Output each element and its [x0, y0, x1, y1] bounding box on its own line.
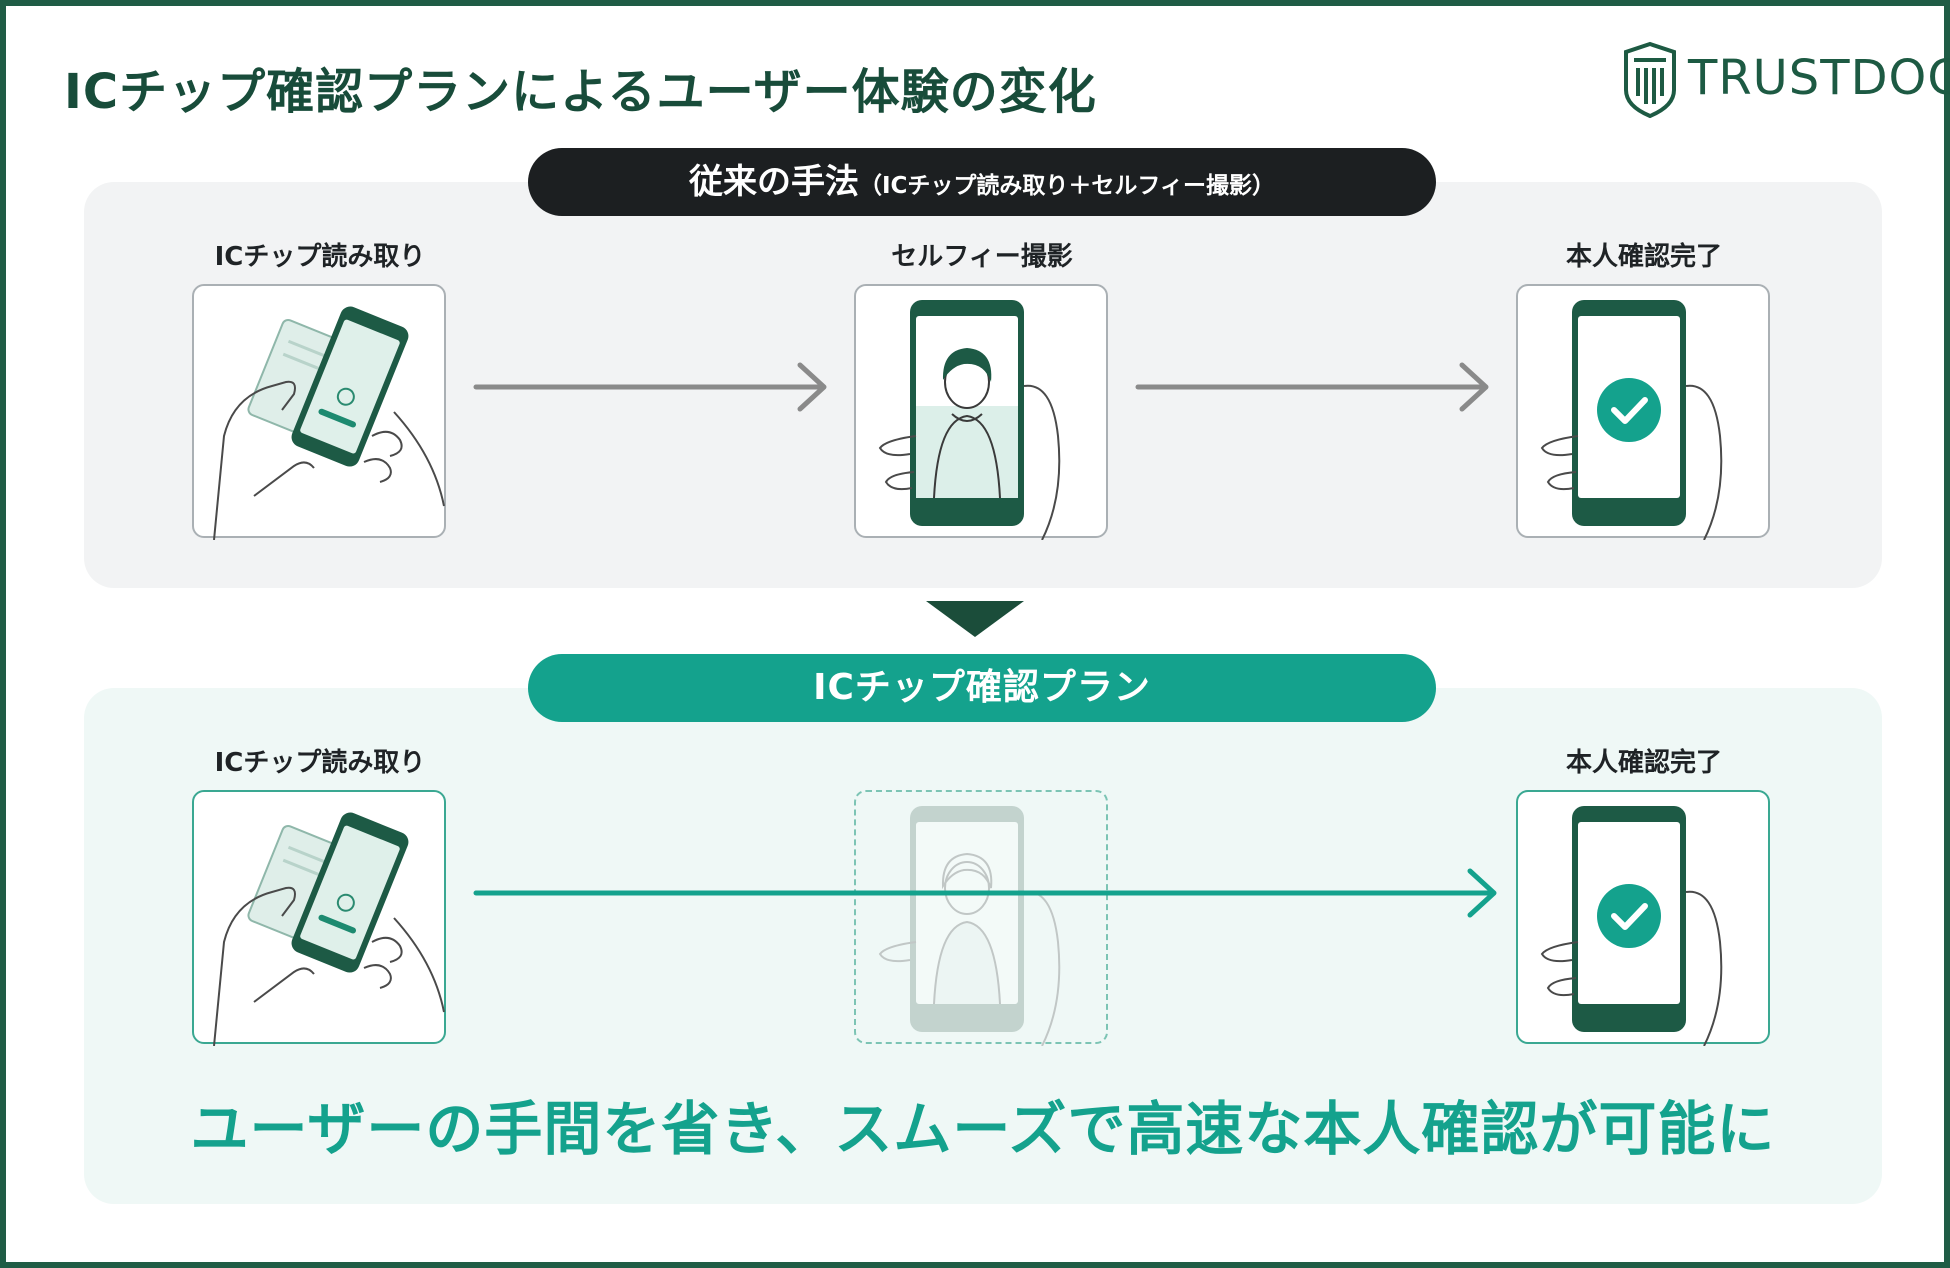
complete-card-top — [1516, 284, 1770, 540]
page-title: ICチップ確認プランによるユーザー体験の変化 — [64, 64, 1097, 120]
skipped-selfie-card — [854, 790, 1108, 1046]
conventional-method-title: 従来の手法 — [689, 162, 859, 202]
verification-complete-illustration — [1540, 300, 1723, 540]
step-label-ic-read: ICチップ読み取り — [214, 242, 426, 272]
selfie-card — [854, 284, 1108, 540]
arrow-to-complete — [1135, 362, 1489, 412]
conventional-method-subtitle: （ICチップ読み取り＋セルフィー撮影） — [859, 173, 1275, 199]
step-label-complete: 本人確認完了 — [1565, 242, 1722, 272]
down-arrow-icon — [926, 601, 1024, 637]
plan-check-circle-icon — [1597, 884, 1661, 948]
plan-ic-read-card — [192, 790, 446, 1046]
benefit-tagline: ユーザーの手間を省き、スムーズで高速な本人確認が可能に — [190, 1095, 1776, 1163]
direct-arrow-to-complete — [473, 868, 1497, 918]
ic-card-reading-illustration — [213, 306, 445, 540]
plan-verification-complete-illustration — [1540, 806, 1723, 1046]
check-circle-icon — [1597, 378, 1661, 442]
plan-step-label-complete: 本人確認完了 — [1565, 748, 1722, 778]
selfie-illustration — [878, 300, 1061, 540]
plan-ic-card-reading-illustration — [213, 812, 445, 1046]
trustdock-logo: TRUSTDOCK — [1620, 40, 1950, 120]
step-label-selfie: セルフィー撮影 — [891, 242, 1073, 272]
brand-name: TRUSTDOCK — [1688, 50, 1950, 106]
plan-step-label-ic-read: ICチップ読み取り — [214, 748, 426, 778]
skipped-selfie-illustration — [878, 806, 1061, 1046]
ic-plan-header: ICチップ確認プラン — [528, 654, 1436, 722]
ic-read-card — [192, 284, 446, 540]
plan-complete-card — [1516, 790, 1770, 1046]
arrow-to-selfie — [473, 362, 827, 412]
shield-logo-icon — [1624, 41, 1676, 119]
conventional-method-header: 従来の手法（ICチップ読み取り＋セルフィー撮影） — [528, 148, 1436, 216]
